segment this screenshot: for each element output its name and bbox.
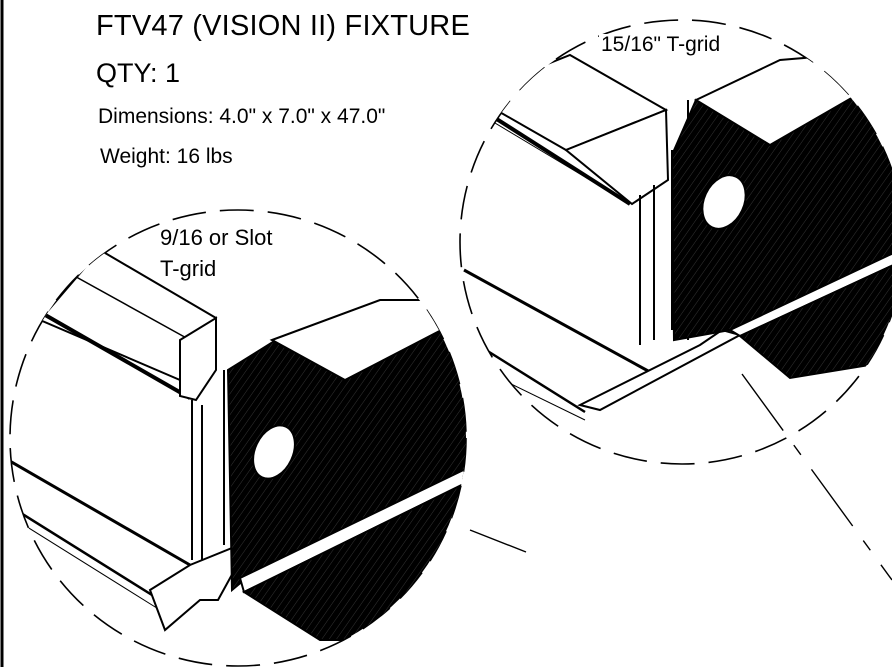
left-detail-label-line1: 9/16 or Slot [160,225,273,250]
quantity-label: QTY: 1 [96,58,181,88]
right-tile-face [564,108,670,206]
right-fixture-hole [701,174,747,230]
right-detail-label: 15/16" T-grid [599,33,723,56]
left-leader-line [469,529,527,553]
right-leader-line [741,373,892,581]
left-detail-label-line2: T-grid [160,256,217,281]
left-detail [9,209,527,667]
weight-label: Weight: 16 lbs [100,145,233,168]
right-detail [459,19,892,581]
left-fixture-hole [252,424,296,480]
dimensions-label: Dimensions: 4.0" x 7.0" x 47.0" [98,105,386,128]
right-detail-circle [459,19,892,465]
fixture-title: FTV47 (VISION II) FIXTURE [96,10,470,42]
